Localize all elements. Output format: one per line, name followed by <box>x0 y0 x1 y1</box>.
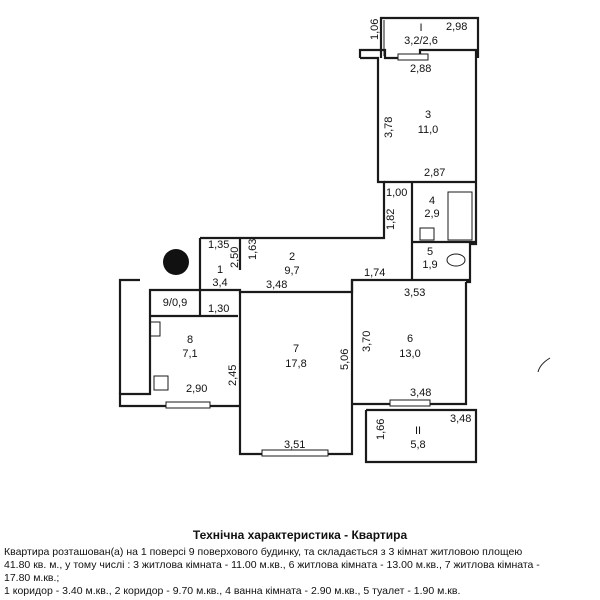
outer-wall-left <box>118 288 240 408</box>
room-area-1: 3,4 <box>212 277 227 289</box>
dim-label: 1,30 <box>208 303 229 315</box>
toilet <box>446 253 466 267</box>
room-label-9: 9/0,9 <box>163 297 187 309</box>
dim-label: 1,74 <box>364 267 385 279</box>
pen-mark <box>537 357 551 373</box>
description-line: 41.80 кв. м., у тому числі : 3 житлова к… <box>4 559 540 571</box>
dim-label: 3,48 <box>450 413 471 425</box>
dim-label: 3,53 <box>404 287 425 299</box>
room-area-6: 13,0 <box>399 348 420 360</box>
dim-label: 2,87 <box>424 167 445 179</box>
dim-label: 3,48 <box>266 279 287 291</box>
dim-label: 1,35 <box>208 239 229 251</box>
dim-label: 3,48 <box>410 387 431 399</box>
room-label-2: 2 <box>289 251 295 263</box>
room-area-i: 3,2/2,6 <box>404 35 438 47</box>
room-label-i: I <box>419 22 422 34</box>
description-body: Квартира розташован(а) на 1 поверсі 9 по… <box>4 546 594 598</box>
dim-label: 1,63 <box>247 239 259 260</box>
room-label-4: 4 <box>429 195 435 207</box>
dim-label: 3,51 <box>284 439 305 451</box>
dim-label: 1,00 <box>386 187 407 199</box>
room-area-3: 11,0 <box>418 124 439 136</box>
stove <box>153 375 169 391</box>
column-marker <box>163 249 189 275</box>
window-room-3 <box>397 53 429 61</box>
room-label-7: 7 <box>293 343 299 355</box>
description-line: 17.80 м.кв.; <box>4 572 60 584</box>
dim-label: 2,90 <box>186 383 207 395</box>
technical-description: Технічна характеристика - Квартира Кварт… <box>0 520 600 600</box>
window-room-7 <box>261 449 329 457</box>
outer-wall-left-upper <box>200 56 386 240</box>
room-area-7: 17,8 <box>285 358 306 370</box>
room-7-walls <box>238 292 354 456</box>
dim-label: 2,88 <box>410 63 431 75</box>
room-label-6: 6 <box>407 333 413 345</box>
room-label-1: 1 <box>217 264 223 276</box>
balcony-ii-wall <box>364 408 478 464</box>
balcony-i-wall <box>379 16 480 58</box>
dim-label: 1,06 <box>369 19 381 40</box>
dim-label: 3,78 <box>383 117 395 138</box>
room-area-2: 9,7 <box>284 265 299 277</box>
dim-label: 2,45 <box>227 365 239 386</box>
description-line: Квартира розташован(а) на 1 поверсі 9 по… <box>4 546 523 558</box>
bathtub <box>447 191 473 241</box>
room-label-5: 5 <box>427 246 433 258</box>
room-label-8: 8 <box>187 334 193 346</box>
dim-label: 2,50 <box>229 247 241 268</box>
window-room-8 <box>165 401 211 409</box>
room-area-8: 7,1 <box>182 348 197 360</box>
floor-plan: I 3,2/2,6 3 11,0 4 2,9 5 1,9 2 9,7 1 3,4… <box>118 16 551 464</box>
dim-label: 1,66 <box>375 419 387 440</box>
annex-left-outer <box>118 278 140 394</box>
outer-wall-upper <box>358 48 478 284</box>
dim-label: 2,98 <box>446 21 467 33</box>
dim-label: 5,06 <box>339 349 351 370</box>
room-area-ii: 5,8 <box>410 439 425 451</box>
kitchen-sink <box>149 321 161 337</box>
sink <box>419 227 435 241</box>
room-label-3: 3 <box>425 109 431 121</box>
description-title: Технічна характеристика - Квартира <box>192 528 408 542</box>
description-line: 1 коридор - 3.40 м.кв., 2 коридор - 9.70… <box>4 585 461 597</box>
room-area-4: 2,9 <box>424 208 439 220</box>
dim-label: 1,82 <box>385 209 397 230</box>
dim-label: 3,70 <box>361 331 373 352</box>
window-room-6 <box>389 399 431 407</box>
room-area-5: 1,9 <box>422 259 437 271</box>
room-label-ii: II <box>415 425 421 437</box>
